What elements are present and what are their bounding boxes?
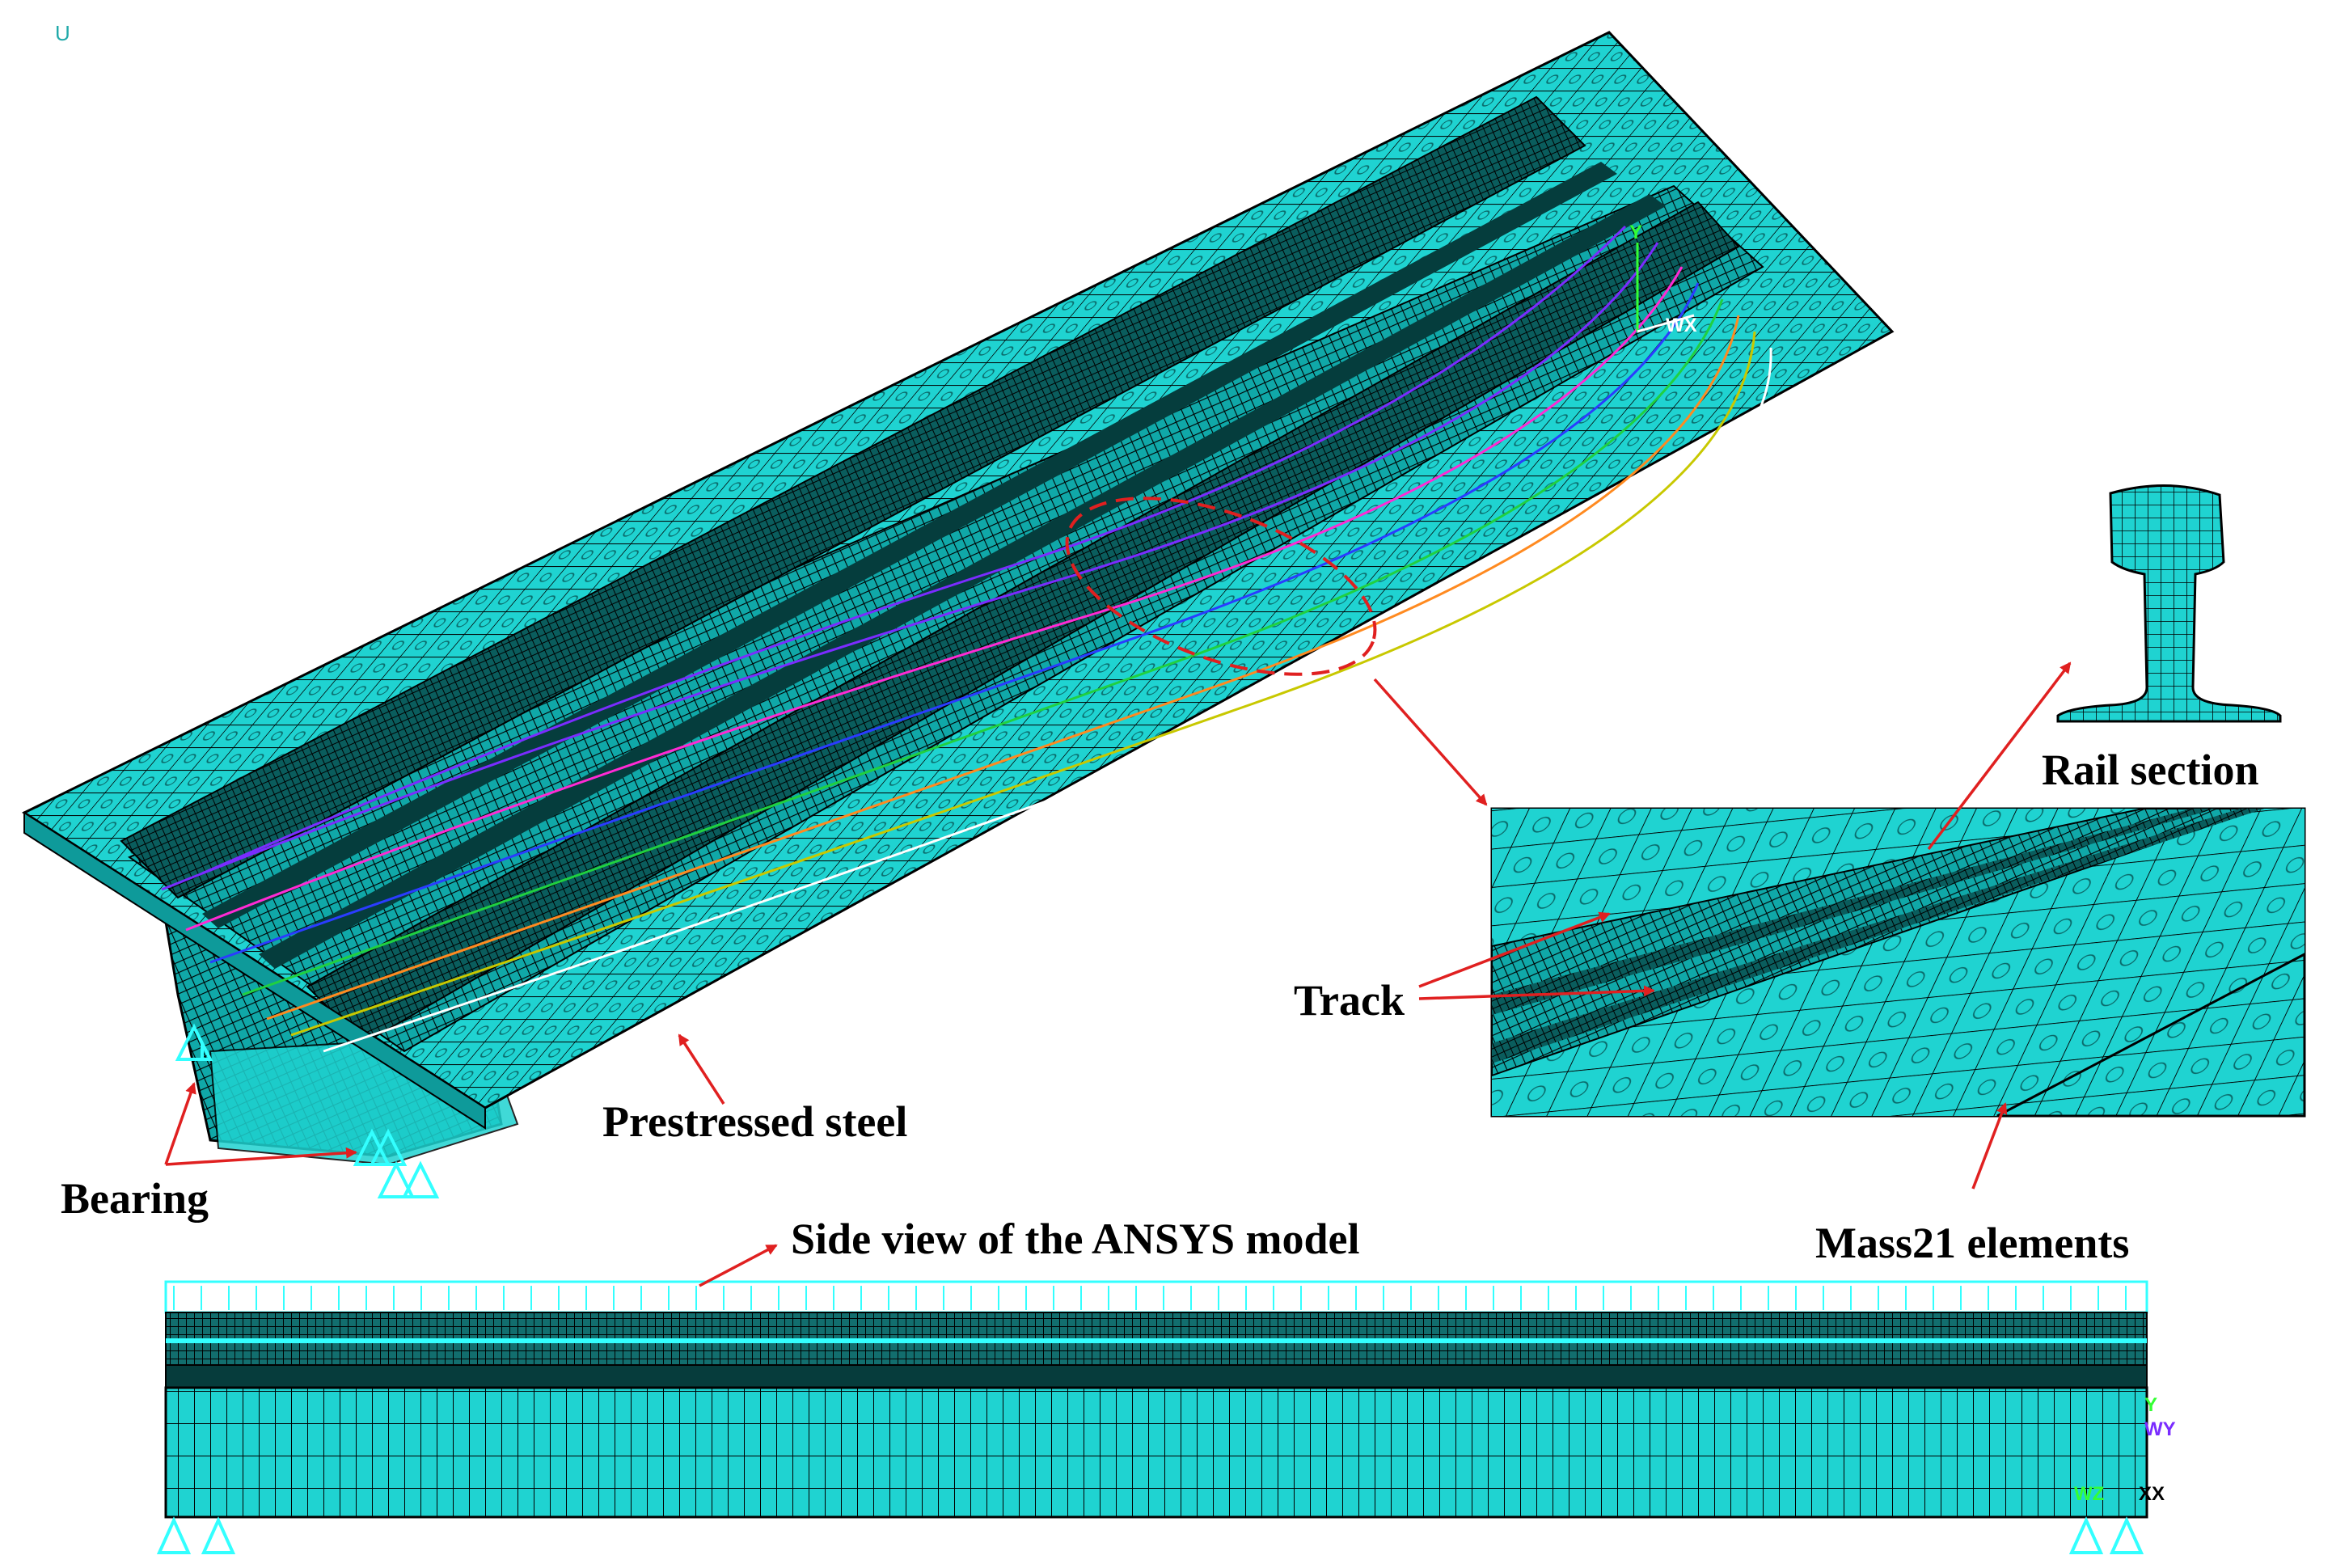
triad-iso-wx: WX xyxy=(1666,315,1697,336)
triad-iso-y: Y xyxy=(1629,222,1642,243)
bearing-icon xyxy=(201,1516,236,1554)
zoom-detail-panel xyxy=(1490,807,2306,1118)
bearing-supports-iso xyxy=(175,1023,440,1198)
zoom-deck-corner xyxy=(1996,953,2305,1116)
label-rail-section: Rail section xyxy=(2042,746,2258,794)
deck-end-face xyxy=(23,811,486,1130)
tendon xyxy=(242,298,1724,996)
tendon xyxy=(323,347,1772,1053)
arrow-track-2 xyxy=(1418,985,1655,1000)
side-deck-band xyxy=(165,1364,2148,1388)
side-view-model: Y WY WZ XX xyxy=(156,1280,2176,1554)
arrow-rail-section xyxy=(1927,661,2072,851)
tendon xyxy=(290,331,1756,1037)
arrow-ellipse-to-zoom xyxy=(1373,678,1488,806)
annotation-arrows xyxy=(164,661,2072,1287)
label-bearing: Bearing xyxy=(61,1174,209,1223)
triad-side-wy: WY xyxy=(2144,1418,2176,1440)
bearing-icon xyxy=(2109,1516,2144,1554)
rail-section-shape xyxy=(2056,484,2282,723)
corner-mark: U xyxy=(55,21,70,45)
triad-side-wz: WZ xyxy=(2074,1483,2104,1505)
side-girder-body xyxy=(164,1386,2148,1519)
tendon xyxy=(161,242,1659,891)
tendon xyxy=(201,225,1627,875)
bearing-icon xyxy=(353,1128,408,1166)
label-mass21: Mass21 elements xyxy=(1815,1219,2129,1267)
rail-strip-1 xyxy=(202,162,1617,928)
arrow-side-view xyxy=(699,1244,778,1287)
arrow-bearing-1 xyxy=(164,1082,196,1165)
arrow-bearing-2 xyxy=(165,1147,357,1166)
triad-side-y: Y xyxy=(2144,1394,2157,1416)
bearing-icon xyxy=(156,1516,192,1554)
arrow-mass21 xyxy=(1971,1102,2008,1190)
arrow-track-1 xyxy=(1418,911,1611,988)
zoom-track-band xyxy=(1492,809,2257,1077)
tendons xyxy=(161,225,1772,1053)
zoom-rail-2 xyxy=(1492,809,2264,1063)
zoom-rail-1 xyxy=(1492,809,2216,1015)
label-side-view: Side view of the ANSYS model xyxy=(791,1215,1360,1263)
arrow-prestressed xyxy=(678,1033,725,1105)
iso-bridge-model: Y WX xyxy=(21,31,1895,1198)
triad-side-xx: XX xyxy=(2139,1483,2165,1505)
label-track: Track xyxy=(1294,976,1405,1025)
coord-triad-side: Y WY WZ XX xyxy=(2074,1394,2176,1505)
label-prestressed-steel: Prestressed steel xyxy=(602,1097,907,1146)
side-supports xyxy=(156,1516,2144,1554)
left-parapet-strip xyxy=(120,95,1586,899)
bearing-icon xyxy=(175,1023,213,1061)
side-load-ticks xyxy=(173,1286,2127,1310)
tendon xyxy=(266,315,1740,1021)
zoom-highlight-ellipse xyxy=(1065,497,1377,676)
coord-triad-iso: Y WX xyxy=(1629,222,1697,336)
side-rail-line xyxy=(166,1338,2147,1343)
side-load-band xyxy=(164,1280,2148,1314)
tendon xyxy=(185,266,1684,932)
bearing-icon xyxy=(377,1160,440,1198)
tendon xyxy=(209,282,1700,964)
bearing-icon xyxy=(2068,1516,2104,1554)
